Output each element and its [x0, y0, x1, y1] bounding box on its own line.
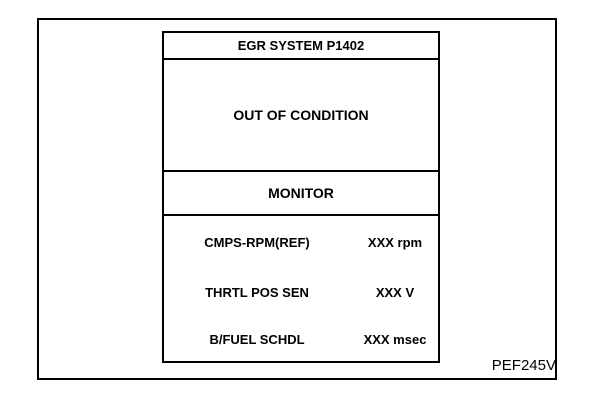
- status-message: OUT OF CONDITION: [164, 60, 438, 172]
- monitor-item-label: THRTL POS SEN: [205, 285, 309, 300]
- monitor-item-value: XXX V: [375, 285, 415, 300]
- monitor-item-label: B/FUEL SCHDL: [209, 332, 305, 347]
- figure-code-label: PEF245V: [491, 357, 556, 374]
- monitor-header: MONITOR: [164, 172, 438, 216]
- monitor-item-fuel-schdl: B/FUEL SCHDL XXX msec: [164, 328, 438, 352]
- consult-screen: EGR SYSTEM P1402 OUT OF CONDITION MONITO…: [162, 31, 440, 363]
- figure-frame: [37, 18, 557, 380]
- monitor-item-label: CMPS-RPM(REF): [204, 235, 310, 250]
- screen-title: EGR SYSTEM P1402: [164, 33, 438, 60]
- monitor-item-value: XXX msec: [363, 332, 427, 347]
- monitor-item-value: XXX rpm: [367, 235, 423, 250]
- monitor-item-thrtl-pos: THRTL POS SEN XXX V: [164, 281, 438, 305]
- monitor-item-cmps-rpm: CMPS-RPM(REF) XXX rpm: [164, 231, 438, 255]
